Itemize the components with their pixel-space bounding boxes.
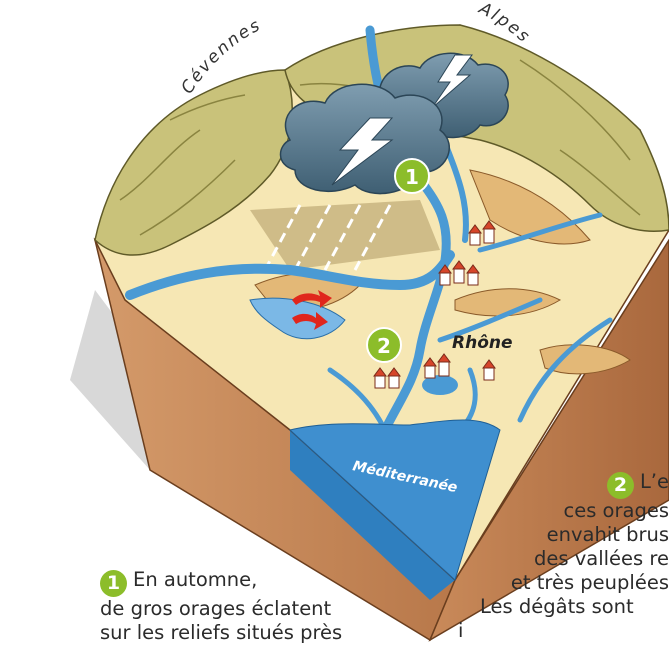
svg-text:1: 1 <box>405 165 419 189</box>
label-rhone: Rhône <box>452 333 513 353</box>
caption-2-line-2: ces orages <box>440 499 669 523</box>
caption-1: 1 En automne, de gros orages éclatent sur… <box>100 568 340 645</box>
caption-2-number-badge: 2 <box>607 472 634 499</box>
caption-2-line-4: des vallées re <box>440 547 669 571</box>
caption-2-line-7: i <box>440 619 669 643</box>
caption-1-number-badge: 1 <box>100 570 127 597</box>
caption-2-line-5: et très peuplées <box>440 571 669 595</box>
marker-2: 2 <box>367 328 401 362</box>
caption-2-line-1: L’e <box>640 470 669 493</box>
marker-1: 1 <box>395 159 429 193</box>
caption-1-line-3: sur les reliefs situés près <box>100 621 340 645</box>
caption-1-line-1: En automne, <box>133 568 257 591</box>
svg-text:2: 2 <box>377 334 391 358</box>
caption-2-line-6: Les dégâts sont <box>440 595 669 619</box>
caption-2: 2 L’e ces orages envahit brus des vallées… <box>440 470 669 648</box>
caption-2-line-3: envahit brus <box>440 523 669 547</box>
caption-1-line-2: de gros orages éclatent <box>100 597 340 621</box>
